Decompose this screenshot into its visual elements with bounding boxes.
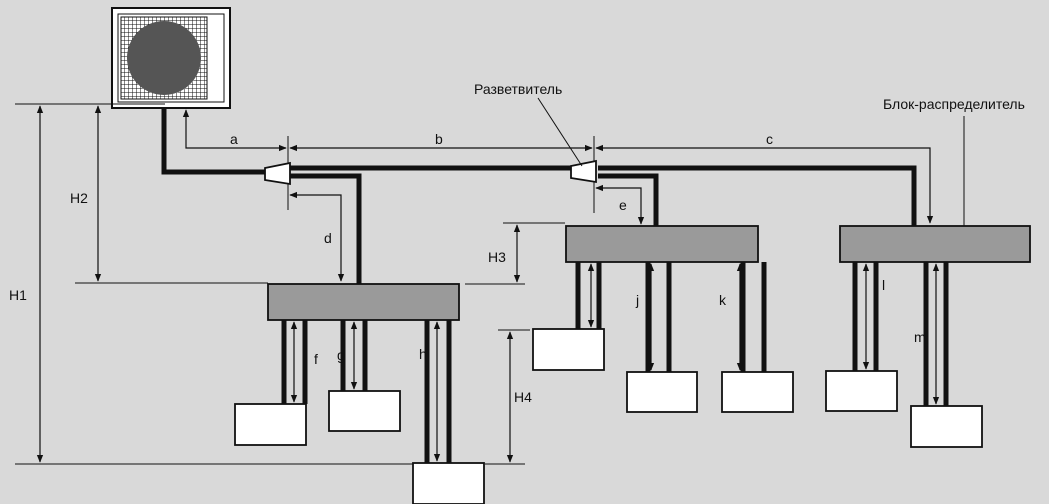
label-a: a [230,131,238,147]
branch-callout-leader [537,97,583,167]
outdoor-unit [111,7,231,109]
branch-joint-1 [264,161,291,186]
indoor-unit-k [721,371,794,413]
label-c: c [766,131,773,147]
label-d: d [324,230,332,246]
indoor-unit-j [626,371,698,413]
indoor-unit-m [910,405,983,448]
indoor-unit-h [412,462,485,504]
label-l: l [882,277,885,293]
fan-icon [127,21,201,95]
indoor-unit-f [234,403,307,446]
label-i: i [597,289,600,305]
label-g: g [337,347,345,363]
label-j: j [635,292,639,308]
distributor-callout-label: Блок-распределитель [883,96,1025,112]
dimension-labels: a b c d e f g h i j k l m H1 H2 H3 H4 [9,131,926,405]
reference-lines [15,103,595,465]
distributor-box-1 [267,283,460,321]
distributor-box-2 [565,225,759,263]
label-f: f [314,351,318,367]
branch-joint-2 [570,159,597,184]
branch-joints [264,159,597,186]
branch-callout-label: Разветвитель [474,81,562,97]
label-H3: H3 [488,249,506,265]
dimension-arrows [36,105,940,463]
label-h: h [419,346,427,362]
dim-e [595,184,645,225]
indoor-unit-i [532,328,605,371]
indoor-unit-g [328,390,401,432]
distributor-box-3 [839,225,1031,263]
label-m: m [914,329,926,345]
dim-a [182,109,287,152]
label-H1: H1 [9,287,27,303]
dim-c [595,144,934,224]
dim-d [289,191,345,282]
label-b: b [435,131,443,147]
label-e: e [619,197,627,213]
distributor-boxes [267,225,1031,321]
indoor-unit-l [825,370,898,412]
label-H4: H4 [514,389,532,405]
label-H2: H2 [70,190,88,206]
indoor-units [234,328,983,504]
label-k: k [719,292,727,308]
